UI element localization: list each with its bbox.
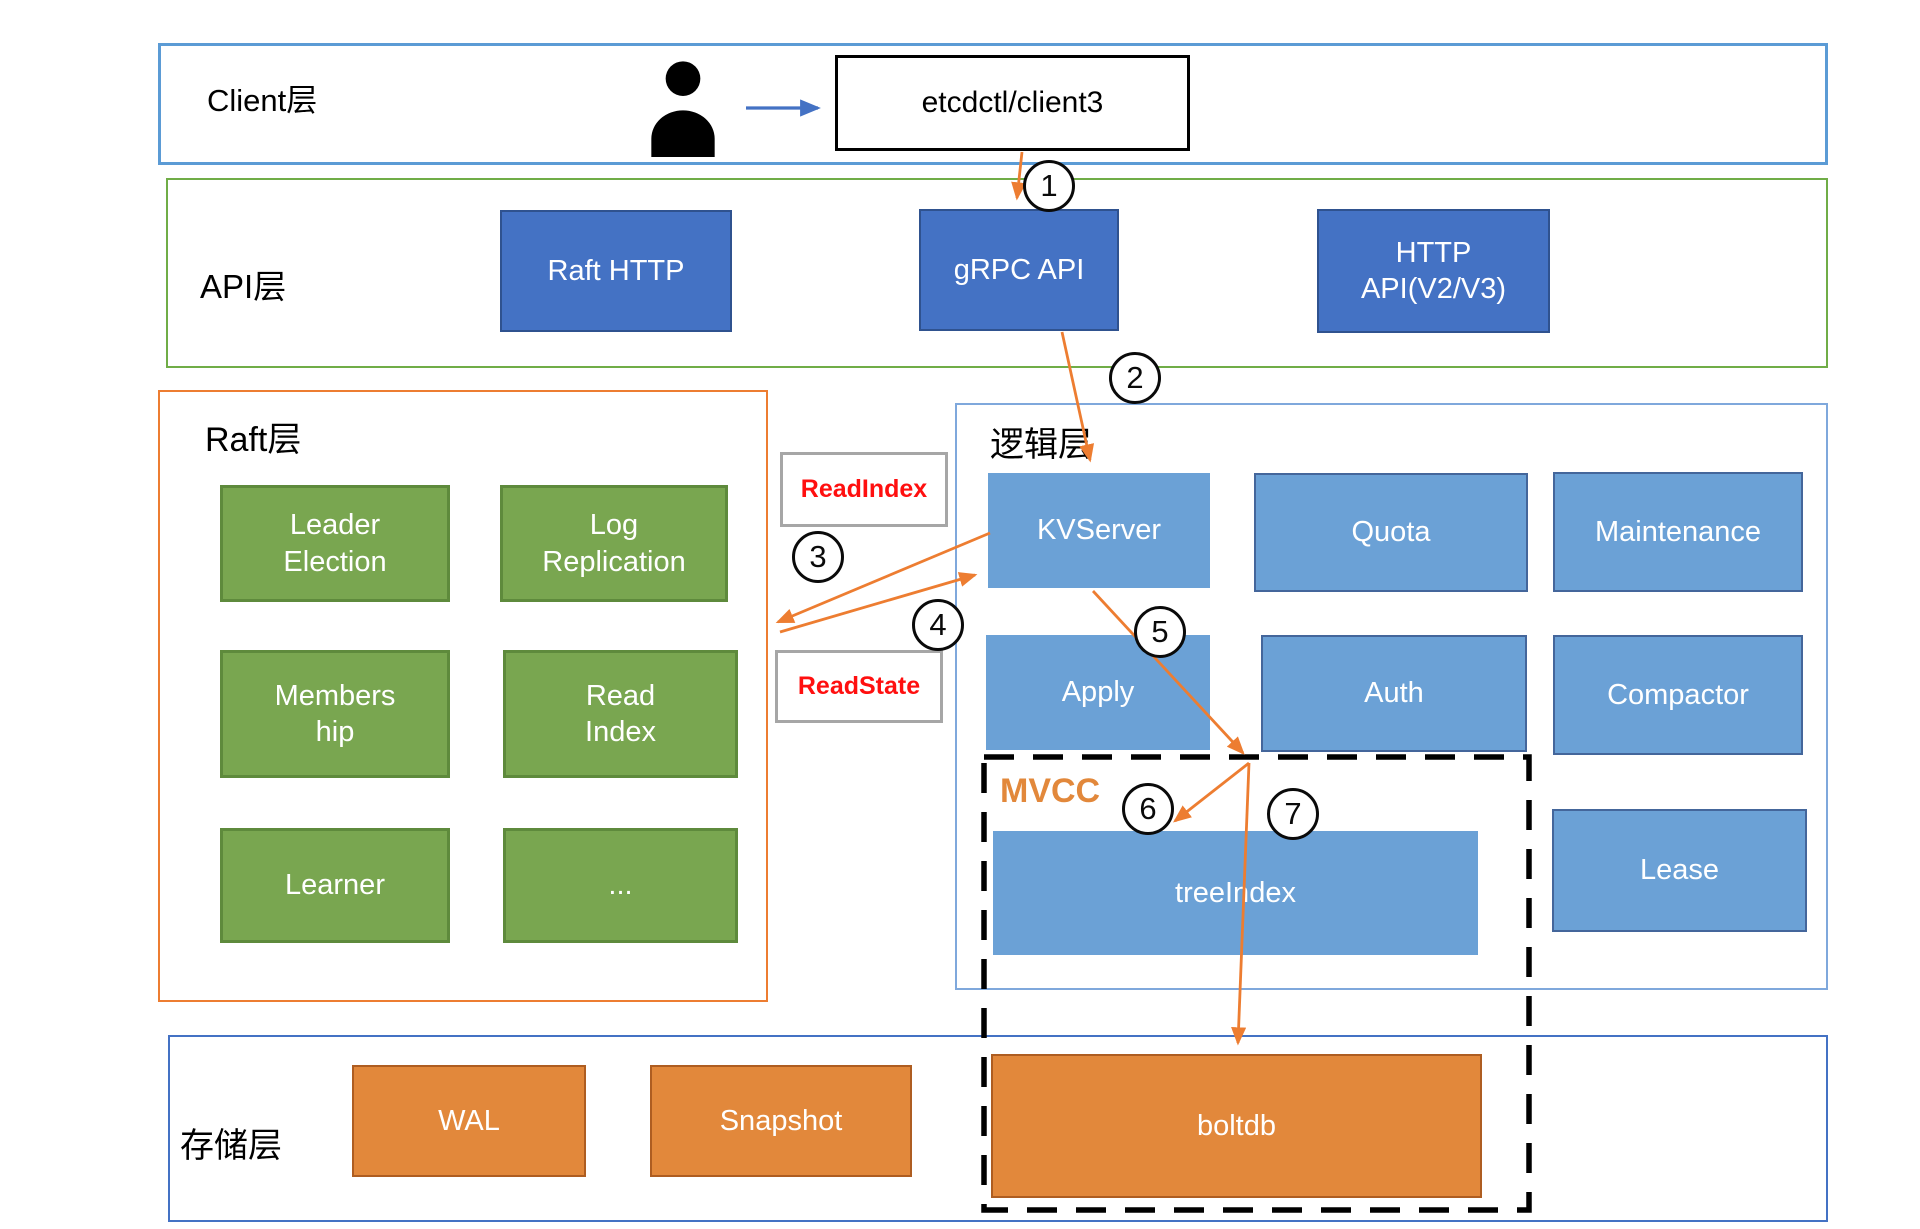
node-etcdctl-client3: etcdctl/client3 bbox=[835, 55, 1190, 151]
node-snapshot: Snapshot bbox=[650, 1065, 912, 1177]
node-treeindex: treeIndex bbox=[993, 831, 1478, 955]
node-learner: Learner bbox=[220, 828, 450, 943]
step-circle-5: 5 bbox=[1134, 606, 1186, 658]
node-read-index: Read Index bbox=[503, 650, 738, 778]
node-membership-line2: hip bbox=[315, 716, 355, 748]
node-lease: Lease bbox=[1552, 809, 1807, 932]
step-circle-1: 1 bbox=[1023, 160, 1075, 212]
node-read-index-line1: Read bbox=[585, 679, 656, 712]
node-maintenance: Maintenance bbox=[1553, 472, 1803, 592]
readindex-tag: ReadIndex bbox=[780, 452, 948, 527]
node-http-api-line1: HTTP bbox=[1395, 236, 1472, 269]
node-leader-election-line1: Leader bbox=[289, 509, 381, 542]
node-read-index-line2: Index bbox=[585, 716, 656, 748]
node-log-replication: Log Replication bbox=[500, 485, 728, 602]
readstate-tag: ReadState bbox=[775, 650, 943, 723]
node-boltdb: boltdb bbox=[991, 1054, 1482, 1198]
logic-layer-label: 逻辑层 bbox=[990, 426, 1092, 464]
api-layer-box bbox=[166, 178, 1828, 368]
client-layer-box bbox=[158, 43, 1828, 165]
node-membership: Members hip bbox=[220, 650, 450, 778]
api-layer-label: API层 bbox=[200, 268, 287, 305]
node-grpc-api: gRPC API bbox=[919, 209, 1119, 331]
node-log-replication-line2: Replication bbox=[542, 545, 686, 578]
node-wal: WAL bbox=[352, 1065, 586, 1177]
user-icon bbox=[643, 53, 723, 161]
node-leader-election-line2: Election bbox=[283, 545, 387, 578]
step-circle-7: 7 bbox=[1267, 788, 1319, 840]
storage-layer-label: 存储层 bbox=[180, 1127, 282, 1165]
raft-layer-box bbox=[158, 390, 768, 1002]
node-raft-http: Raft HTTP bbox=[500, 210, 732, 332]
raft-layer-label: Raft层 bbox=[205, 421, 302, 459]
step-circle-6: 6 bbox=[1122, 783, 1174, 835]
node-quota: Quota bbox=[1254, 473, 1528, 592]
node-auth: Auth bbox=[1261, 635, 1527, 752]
step-circle-3: 3 bbox=[792, 531, 844, 583]
node-leader-election: Leader Election bbox=[220, 485, 450, 602]
node-http-api: HTTP API(V2/V3) bbox=[1317, 209, 1550, 333]
node-log-replication-line1: Log bbox=[589, 509, 639, 542]
node-compactor: Compactor bbox=[1553, 635, 1803, 755]
mvcc-label: MVCC bbox=[1000, 772, 1101, 810]
client-layer-label: Client层 bbox=[207, 83, 318, 118]
node-ellipsis: ... bbox=[503, 828, 738, 943]
node-kvserver: KVServer bbox=[988, 473, 1210, 588]
node-membership-line1: Members bbox=[274, 679, 396, 712]
node-http-api-line2: API(V2/V3) bbox=[1360, 273, 1507, 305]
step-circle-4: 4 bbox=[912, 599, 964, 651]
step-circle-2: 2 bbox=[1109, 352, 1161, 404]
node-apply: Apply bbox=[986, 635, 1210, 750]
